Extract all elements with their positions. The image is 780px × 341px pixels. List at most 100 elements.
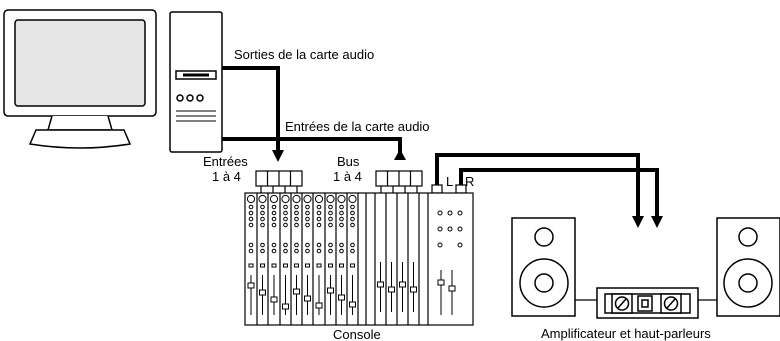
knob-icon — [328, 222, 333, 228]
amplifier-icon — [596, 287, 699, 319]
knob-icon — [305, 204, 310, 210]
knob-icon — [350, 222, 355, 228]
knob-icon — [437, 210, 443, 216]
fader-knob-icon — [293, 288, 300, 295]
knob-icon — [283, 204, 288, 210]
knob-icon — [339, 242, 344, 248]
fader-knob-icon — [315, 302, 323, 309]
knob-icon — [305, 210, 310, 216]
knob-icon — [283, 210, 288, 216]
knob-icon — [339, 204, 344, 210]
knob-icon — [305, 242, 310, 248]
knob-icon — [328, 204, 333, 210]
button-icon — [305, 263, 310, 268]
knob-icon — [339, 248, 344, 254]
fader-knob-icon — [270, 296, 278, 303]
button-icon — [260, 263, 265, 268]
knob-icon — [294, 222, 299, 228]
knob-icon — [294, 204, 299, 210]
knob-icon — [457, 210, 463, 216]
fader-knob-icon — [338, 294, 345, 301]
bus-range-label: 1 à 4 — [333, 169, 362, 184]
button-icon — [283, 263, 288, 268]
mixer-label: Console — [333, 327, 381, 341]
mixer-controls — [246, 194, 463, 315]
knob-icon — [260, 242, 265, 248]
knob-icon — [283, 248, 288, 254]
knob-icon — [437, 242, 443, 248]
fader-knob-icon — [448, 285, 456, 292]
knob-icon — [283, 222, 288, 228]
knob-icon — [271, 210, 277, 216]
knob-icon — [316, 222, 322, 228]
sound-card-output-cable — [222, 66, 280, 152]
knob-icon — [350, 248, 355, 254]
knob-icon — [328, 216, 333, 222]
knob-icon — [248, 248, 254, 254]
fader-knob-icon — [282, 303, 289, 310]
knob-icon — [248, 242, 254, 248]
mixer-console-icon — [244, 170, 474, 326]
sound-card-inputs-label: Entrées de la carte audio — [285, 119, 430, 134]
fader-knob-icon — [304, 295, 311, 302]
fader-knob-icon — [247, 282, 255, 289]
knob-icon — [316, 210, 322, 216]
button-icon — [350, 263, 355, 268]
knob-icon — [271, 216, 277, 222]
fader-knob-icon — [399, 281, 406, 288]
button-icon — [294, 263, 299, 268]
knob-icon — [350, 204, 355, 210]
knob-icon — [350, 216, 355, 222]
monitor-icon — [3, 9, 157, 149]
left-channel-label: L — [446, 174, 453, 189]
input-jack-icon — [314, 194, 324, 204]
knob-icon — [350, 210, 355, 216]
knob-icon — [328, 248, 333, 254]
input-jack-icon — [246, 194, 256, 204]
fader-knob-icon — [327, 287, 334, 294]
sound-card-input-cable — [222, 137, 402, 160]
knob-icon — [328, 210, 333, 216]
main-output-cables — [435, 153, 659, 218]
knob-icon — [294, 216, 299, 222]
knob-icon — [283, 216, 288, 222]
fader-knob-icon — [437, 279, 445, 286]
knob-icon — [271, 222, 277, 228]
knob-icon — [350, 242, 355, 248]
fader-knob-icon — [410, 286, 417, 293]
mixer-inputs-label: Entrées — [203, 154, 248, 169]
knob-icon — [447, 226, 453, 232]
knob-icon — [294, 210, 299, 216]
computer-tower-icon — [169, 11, 223, 153]
knob-icon — [271, 242, 277, 248]
knob-icon — [437, 226, 443, 232]
knob-icon — [316, 216, 322, 222]
input-jack-icon — [269, 194, 279, 204]
mixer-inputs-range-label: 1 à 4 — [212, 169, 241, 184]
knob-icon — [316, 204, 322, 210]
output-arrow-icon — [272, 150, 284, 162]
sound-card-outputs-label: Sorties de la carte audio — [234, 47, 374, 62]
input-jack-icon — [303, 194, 312, 204]
knob-icon — [328, 242, 333, 248]
input-jack-icon — [292, 194, 301, 204]
knob-icon — [260, 210, 265, 216]
input-jack-icon — [326, 194, 335, 204]
knob-icon — [447, 210, 453, 216]
knob-icon — [305, 216, 310, 222]
button-icon — [248, 263, 254, 268]
knob-icon — [339, 210, 344, 216]
knob-icon — [457, 226, 463, 232]
knob-icon — [283, 242, 288, 248]
speaker-icon — [511, 217, 576, 317]
input-jack-icon — [337, 194, 346, 204]
fader-knob-icon — [377, 281, 384, 288]
input-arrow-icon — [394, 149, 406, 160]
bus-label: Bus — [337, 154, 360, 169]
knob-icon — [457, 242, 463, 248]
knob-icon — [294, 248, 299, 254]
knob-icon — [305, 222, 310, 228]
speaker-icon — [716, 217, 780, 317]
input-jack-icon — [348, 194, 357, 204]
